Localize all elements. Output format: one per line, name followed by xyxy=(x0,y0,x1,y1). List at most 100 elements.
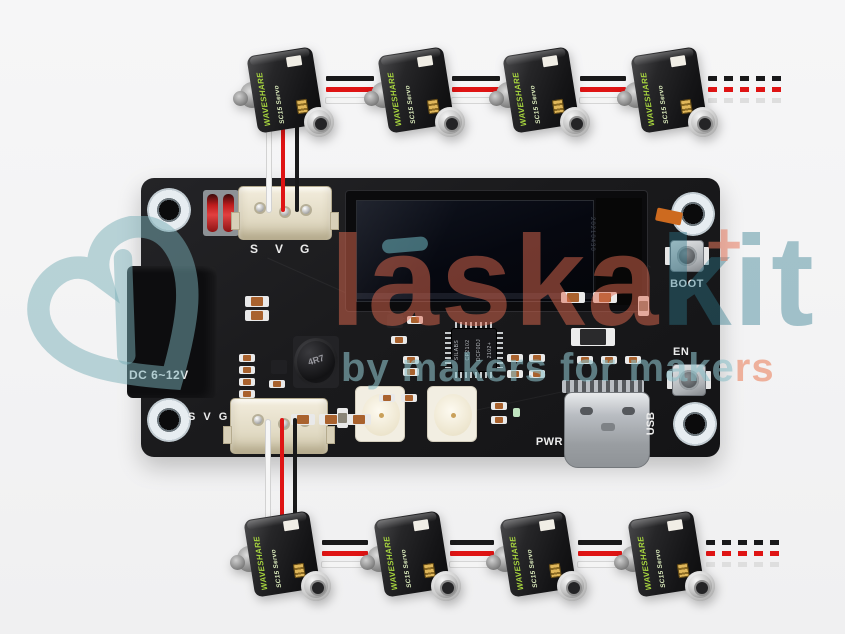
servo-sticker xyxy=(541,55,559,68)
servo-motor: WAVESHARE SC15 Servo xyxy=(233,46,334,137)
servo-horn-right xyxy=(435,107,465,137)
inductor: 4R7 xyxy=(293,336,339,388)
signal-wire-white xyxy=(266,420,270,532)
smd-component xyxy=(529,370,545,378)
servo-horn-right xyxy=(301,571,331,601)
servo-brand-label: WAVESHARE xyxy=(254,71,273,127)
inductor-coil xyxy=(294,338,338,386)
usb-connector-pins xyxy=(562,380,644,393)
smd-component xyxy=(491,402,507,410)
daisy-chain-wires xyxy=(326,76,374,109)
smd-component xyxy=(638,296,649,316)
smd-component xyxy=(245,296,269,307)
servo-motor: WAVESHARE SC15 Servo xyxy=(489,46,590,137)
daisy-chain-wires xyxy=(322,540,368,573)
smd-component xyxy=(239,378,255,386)
chip-marking: SILABS CP2102 DCF0DJ 2102+ xyxy=(454,338,493,362)
servo-horn-right xyxy=(431,571,461,601)
daisy-chain-wires xyxy=(452,76,500,109)
smd-component xyxy=(239,390,255,398)
power-wire-red xyxy=(280,418,284,534)
servo-sticker xyxy=(412,519,430,532)
power-wire-red xyxy=(281,118,285,212)
servo-header-bottom xyxy=(223,398,335,454)
smd-component xyxy=(403,368,419,376)
servo-brand-label: WAVESHARE xyxy=(385,71,404,127)
smd-component xyxy=(577,356,593,364)
smd-component xyxy=(625,356,641,364)
smd-ic xyxy=(271,360,287,374)
servo-model-label: SC15 Servo xyxy=(404,84,418,125)
smd-component xyxy=(239,354,255,362)
smd-component xyxy=(407,316,423,324)
servo-model-label: SC15 Servo xyxy=(400,548,414,589)
smd-component xyxy=(491,416,507,424)
servo-sticker xyxy=(282,519,300,532)
smd-component xyxy=(403,356,419,364)
mounting-hole xyxy=(147,398,191,442)
usb-label: USB xyxy=(645,412,657,436)
servo-motor: WAVESHARE SC15 Servo xyxy=(360,510,461,601)
servo-motor: WAVESHARE SC15 Servo xyxy=(230,510,331,601)
servo-model-label: SC15 Servo xyxy=(657,84,671,125)
tagline-end: rs xyxy=(734,346,775,390)
servo-model-label: SC15 Servo xyxy=(526,548,540,589)
servo-sticker xyxy=(538,519,556,532)
pin-label-v: V xyxy=(275,242,284,256)
servo-driver-board: S V G 20210430 BOOT EN DC 6~12V xyxy=(127,178,720,468)
servo-horn-right xyxy=(685,571,715,601)
servo-motor: WAVESHARE SC15 Servo xyxy=(614,510,715,601)
servo-sticker xyxy=(285,55,303,68)
servo-horn-right xyxy=(688,107,718,137)
servo-model-label: SC15 Servo xyxy=(529,84,543,125)
usb-c-connector xyxy=(564,392,650,468)
smd-component xyxy=(239,366,255,374)
pin-label-g: G xyxy=(218,411,228,423)
servo-header-top-labels: S V G xyxy=(250,242,309,256)
en-button xyxy=(667,364,711,396)
servo-horn-right xyxy=(304,107,334,137)
servo-brand-label: WAVESHARE xyxy=(507,535,526,591)
smd-component xyxy=(571,328,615,346)
boot-label: BOOT xyxy=(670,278,704,290)
servo-brand-label: WAVESHARE xyxy=(635,535,654,591)
smd-ic xyxy=(387,314,403,328)
mounting-hole xyxy=(147,188,191,232)
smd-component xyxy=(337,408,348,428)
oled-marking: 20210430 xyxy=(589,217,595,252)
mounting-hole xyxy=(673,402,717,446)
smd-component xyxy=(391,336,407,344)
smd-component xyxy=(319,414,343,425)
smd-component xyxy=(379,394,395,402)
servo-sticker xyxy=(669,55,687,68)
pwr-label: PWR xyxy=(535,436,563,448)
pin-label-v: V xyxy=(203,411,211,423)
smd-component xyxy=(269,380,285,388)
servo-horn-right xyxy=(557,571,587,601)
dc-input-label: DC 6~12V xyxy=(129,368,189,382)
servo-brand-label: WAVESHARE xyxy=(381,535,400,591)
smd-component xyxy=(529,354,545,362)
servo-horn-right xyxy=(560,107,590,137)
en-label: EN xyxy=(673,346,690,358)
smd-led xyxy=(513,408,520,417)
smd-component xyxy=(593,292,617,303)
smd-component xyxy=(245,310,269,321)
smd-component xyxy=(601,356,617,364)
chain-continues-wires xyxy=(708,76,782,109)
oled-flex-cable xyxy=(596,198,684,305)
servo-sticker xyxy=(666,519,684,532)
servo-model-label: SC15 Servo xyxy=(273,84,287,125)
pin-label-s: S xyxy=(188,411,196,423)
daisy-chain-wires xyxy=(450,540,494,573)
boot-button xyxy=(665,240,709,272)
chip-die xyxy=(452,329,496,371)
smd-component xyxy=(507,354,523,362)
servo-motor: WAVESHARE SC15 Servo xyxy=(617,46,718,137)
smd-component xyxy=(561,292,585,303)
chain-continues-wires xyxy=(706,540,780,573)
daisy-chain-wires xyxy=(578,540,622,573)
servo-model-label: SC15 Servo xyxy=(654,548,668,589)
daisy-chain-wires xyxy=(580,76,626,109)
